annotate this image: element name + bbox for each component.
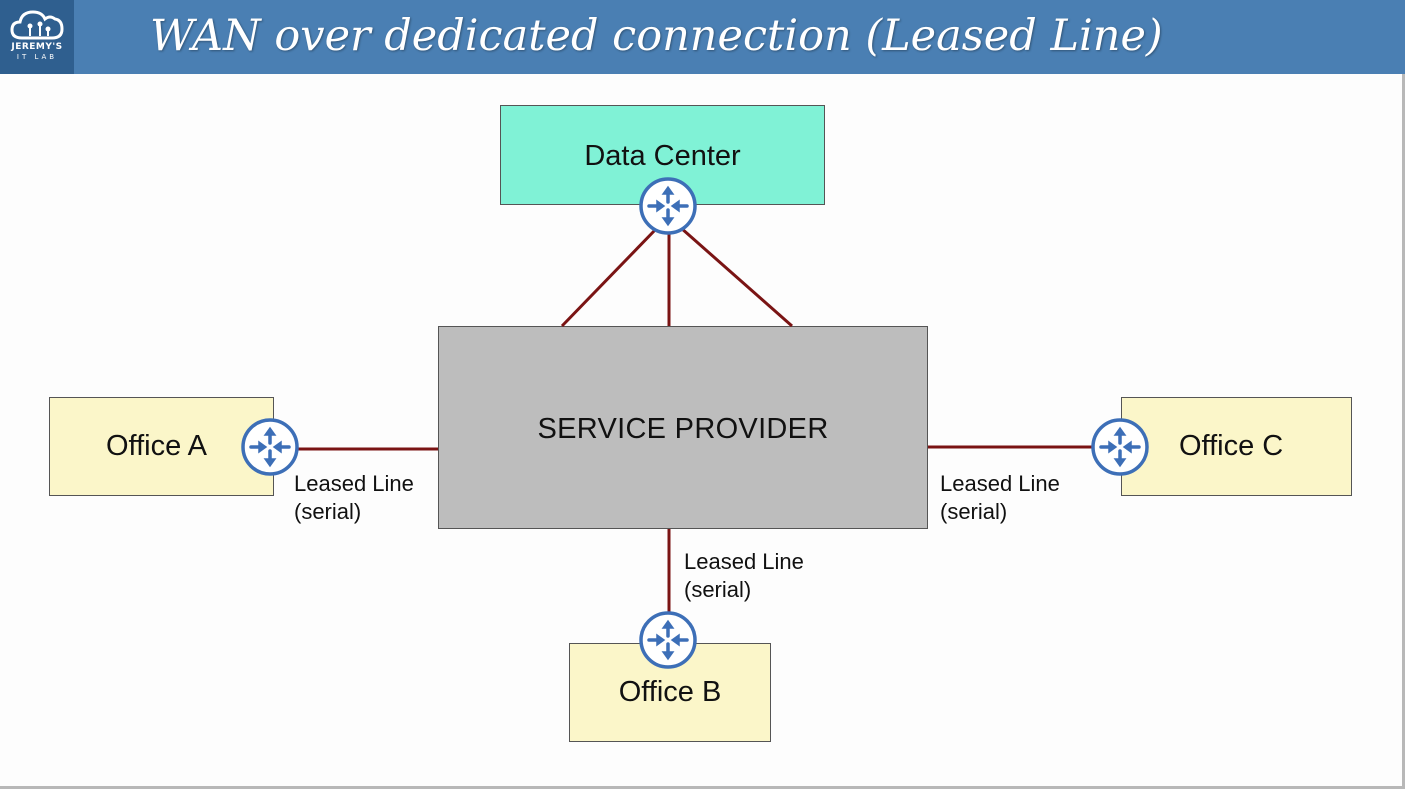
logo-line1: JEREMY'S <box>11 42 63 52</box>
frame-bottom-border <box>0 786 1405 789</box>
link-label-office-a: Leased Line (serial) <box>294 470 414 526</box>
office-b-box: Office B <box>569 643 771 742</box>
link-label-line1: Leased Line <box>940 471 1060 496</box>
link-label-office-b: Leased Line (serial) <box>684 548 804 604</box>
router-icon <box>1091 418 1149 476</box>
logo: JEREMY'S IT LAB <box>0 0 74 74</box>
cloud-logo-icon <box>10 10 64 40</box>
link-label-line1: Leased Line <box>294 471 414 496</box>
link-label-line2: (serial) <box>294 499 362 524</box>
frame-right-border <box>1402 74 1405 789</box>
office-c-box: Office C <box>1121 397 1352 496</box>
link-label-line2: (serial) <box>940 499 1008 524</box>
office-c-label: Office C <box>1179 430 1284 462</box>
office-b-label: Office B <box>618 676 722 708</box>
link-label-office-c: Leased Line (serial) <box>940 470 1060 526</box>
page-title: WAN over dedicated connection (Leased Li… <box>150 11 1163 61</box>
service-provider-box: SERVICE PROVIDER <box>438 326 928 529</box>
data-center-label: Data Center <box>584 140 741 172</box>
link-dc-sp-right <box>680 226 793 328</box>
router-icon <box>639 611 697 669</box>
router-icon <box>639 177 697 235</box>
link-dc-sp-left <box>560 226 659 328</box>
office-a-box: Office A <box>49 397 274 496</box>
router-icon <box>241 418 299 476</box>
logo-line2: IT LAB <box>16 53 58 61</box>
office-a-label: Office A <box>106 430 208 462</box>
link-label-line1: Leased Line <box>684 549 804 574</box>
service-provider-label: SERVICE PROVIDER <box>537 413 829 445</box>
header-bar: JEREMY'S IT LAB WAN over dedicated conne… <box>0 0 1405 74</box>
link-label-line2: (serial) <box>684 577 752 602</box>
